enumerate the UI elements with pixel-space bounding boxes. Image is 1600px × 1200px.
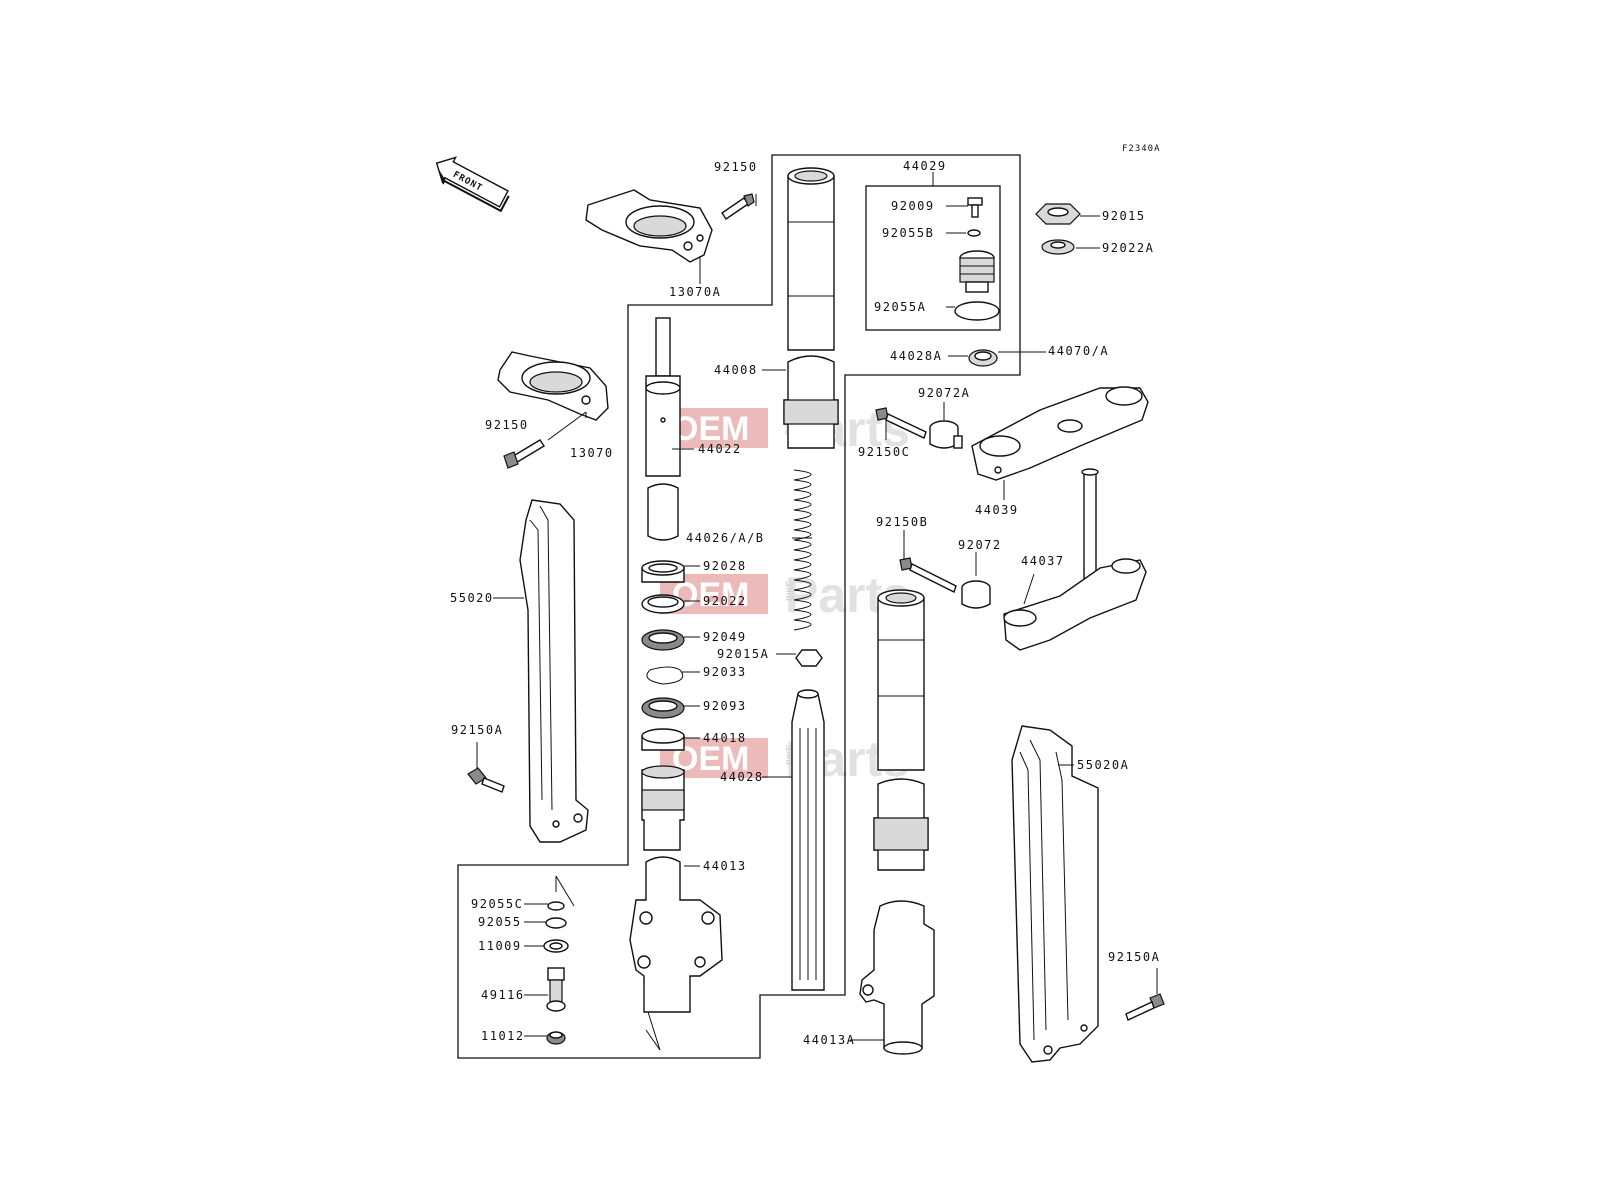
part-44028A-seal [968, 349, 998, 367]
part-92015-nut [1035, 203, 1081, 225]
label-55020: 55020 [450, 591, 494, 605]
part-92150A-bolt-left [467, 767, 505, 793]
part-92055B-oring [967, 229, 981, 237]
label-13070: 13070 [570, 446, 614, 460]
label-44013: 44013 [703, 859, 747, 873]
part-44028-rod [791, 689, 825, 991]
label-11012: 11012 [481, 1029, 525, 1043]
svg-text:OEM: OEM [672, 576, 749, 614]
part-number-labels: 92150 13070A 44029 92009 92055B 92055A 4… [450, 159, 1160, 1047]
label-92022: 92022 [703, 594, 747, 608]
label-92072: 92072 [958, 538, 1002, 552]
label-44039: 44039 [975, 503, 1019, 517]
part-13070A-clamp [585, 189, 713, 263]
label-92055C: 92055C [471, 897, 523, 911]
part-13070-clamp [497, 351, 609, 421]
label-92150A-left: 92150A [451, 723, 503, 737]
part-44013A-fork-leg [859, 589, 935, 1055]
part-92055C-oring [547, 901, 565, 911]
part-44039-upper-clamp [971, 386, 1149, 481]
label-44022: 44022 [698, 442, 742, 456]
label-44013A: 44013A [803, 1033, 855, 1047]
part-44008-inner-tube [783, 167, 839, 449]
part-92033-circlip [646, 666, 684, 685]
part-44022-damper [645, 317, 681, 541]
svg-text:BIKE: BIKE [785, 744, 795, 765]
part-92028-bushing [641, 560, 685, 583]
part-92055A-oring [954, 301, 1000, 321]
label-92150B: 92150B [876, 515, 928, 529]
label-49116: 49116 [481, 988, 525, 1002]
label-11009: 11009 [478, 939, 522, 953]
watermark-2: OEM BIKE Parts [660, 567, 910, 623]
label-44037: 44037 [1021, 554, 1065, 568]
part-92015A-nut [795, 649, 823, 667]
label-92009: 92009 [891, 199, 935, 213]
part-92009-screw [967, 197, 983, 218]
label-44029: 44029 [903, 159, 947, 173]
label-92055: 92055 [478, 915, 522, 929]
label-44070A: 44070/A [1048, 344, 1109, 358]
part-92055-oring [545, 917, 567, 929]
svg-text:BIKE: BIKE [785, 580, 795, 601]
part-44018-bushing [641, 728, 685, 751]
figure-code: F2340A [1122, 144, 1161, 154]
part-92022A-washer [1041, 239, 1075, 255]
label-92150C: 92150C [858, 445, 910, 459]
part-92093-dust-seal [641, 697, 685, 719]
part-92049-oil-seal [641, 629, 685, 651]
part-92150C-bolt [875, 407, 927, 439]
label-92150A-right: 92150A [1108, 950, 1160, 964]
label-44008: 44008 [714, 363, 758, 377]
label-44018: 44018 [703, 731, 747, 745]
watermark-3: OEM BIKE Parts [660, 731, 910, 787]
part-92150B-bolt [899, 557, 957, 593]
part-55020-fork-guard-left [519, 499, 589, 843]
part-55020A-fork-guard-right [1011, 725, 1099, 1063]
label-92028: 92028 [703, 559, 747, 573]
label-44028A: 44028A [890, 349, 942, 363]
label-92015A: 92015A [717, 647, 769, 661]
label-92055B: 92055B [882, 226, 934, 240]
part-49116-valve [546, 967, 566, 1012]
label-92022A: 92022A [1102, 241, 1154, 255]
part-11012-plug [546, 1031, 566, 1045]
label-92033: 92033 [703, 665, 747, 679]
part-92150A-bolt-right [1125, 993, 1165, 1021]
label-92150-mid: 92150 [485, 418, 529, 432]
label-13070A: 13070A [669, 285, 721, 299]
part-44037-lower-clamp [1003, 468, 1147, 651]
label-55020A: 55020A [1077, 758, 1129, 772]
svg-text:OEM: OEM [672, 740, 749, 778]
leader-lines [493, 205, 1100, 1041]
svg-text:OEM: OEM [672, 410, 749, 448]
label-44026: 44026/A/B [686, 531, 765, 545]
label-92055A: 92055A [874, 300, 926, 314]
part-92072A-clamp [929, 420, 963, 449]
label-92093: 92093 [703, 699, 747, 713]
label-92150-top: 92150 [714, 160, 758, 174]
part-44026-spring [793, 469, 812, 631]
part-11009-gasket [543, 939, 569, 953]
label-92072A: 92072A [918, 386, 970, 400]
front-arrow-icon: FRONT [435, 156, 510, 213]
label-44028: 44028 [720, 770, 764, 784]
part-92022-washer [641, 594, 685, 614]
label-92049: 92049 [703, 630, 747, 644]
assembly-frame [457, 154, 1021, 1059]
part-44013-outer-tube [629, 765, 723, 1013]
part-92150-bolt-mid [503, 439, 545, 469]
label-92015: 92015 [1102, 209, 1146, 223]
part-92150-bolt-top [721, 193, 755, 220]
part-92072-clamp [961, 580, 991, 609]
part-44029-cap [959, 250, 995, 293]
